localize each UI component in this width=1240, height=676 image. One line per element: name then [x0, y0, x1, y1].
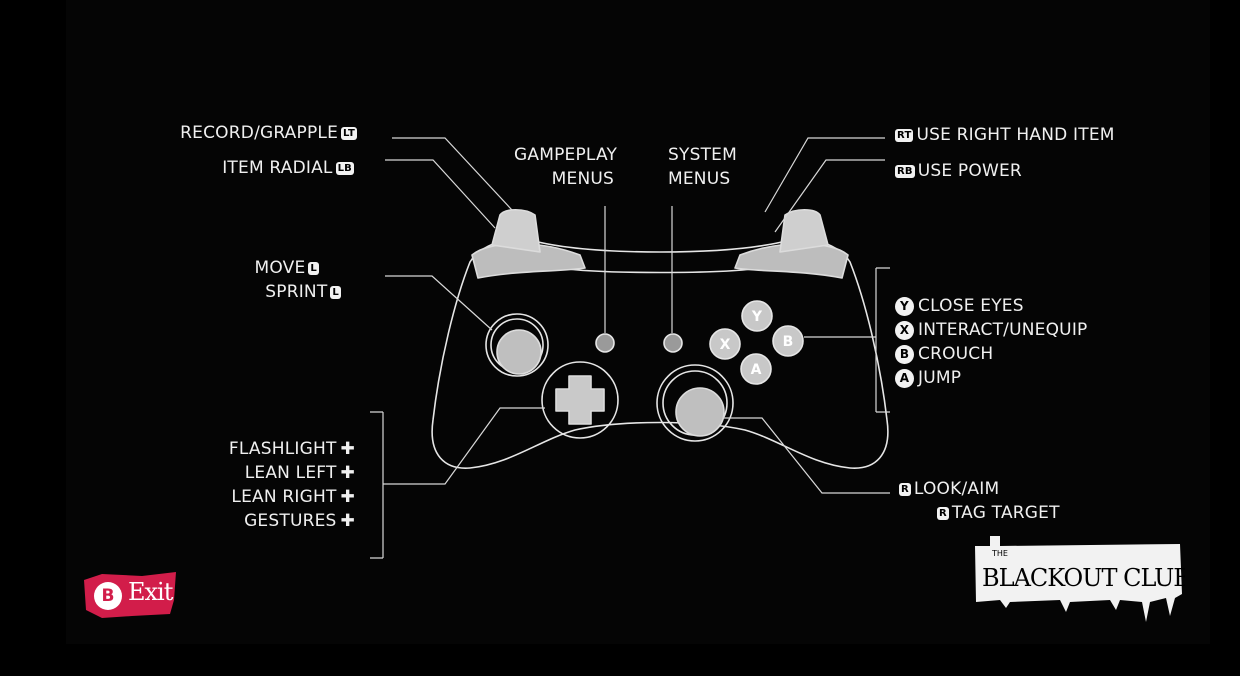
gameplay-menus-line1: GAMPEPLAY	[514, 145, 614, 165]
b-button-icon: B	[895, 345, 914, 364]
right-trigger	[780, 210, 828, 252]
right-stick-icon: R	[899, 483, 911, 496]
lean-right-text: LEAN RIGHT	[231, 487, 336, 507]
left-trigger	[492, 210, 540, 252]
use-right-hand-item-text: USE RIGHT HAND ITEM	[916, 125, 1114, 145]
face-a-label: A	[751, 362, 762, 378]
leader-record	[392, 138, 512, 210]
leader-move	[385, 276, 492, 330]
dpad-down-icon: ✚	[341, 511, 355, 531]
system-menus-label: SYSTEM MENUS	[668, 145, 737, 189]
flashlight-text: FLASHLIGHT	[229, 439, 337, 459]
view-button	[596, 334, 614, 352]
lean-left-label: LEAN LEFT✚	[245, 463, 355, 483]
gameplay-menus-line2: MENUS	[514, 169, 614, 189]
use-power-text: USE POWER	[918, 161, 1022, 181]
y-button-icon: Y	[895, 297, 914, 316]
left-stick-click-icon: L	[330, 286, 341, 299]
tag-target-text: TAG TARGET	[952, 503, 1060, 523]
item-radial-text: ITEM RADIAL	[222, 158, 332, 178]
rb-icon: RB	[895, 165, 915, 178]
right-stick-click-icon: R	[937, 507, 949, 520]
logo-line1: THE	[991, 549, 1008, 558]
lt-icon: LT	[341, 127, 357, 140]
menu-button	[664, 334, 682, 352]
leader-item-radial	[385, 160, 495, 228]
leader-rt	[765, 138, 885, 212]
leader-dpad-bracket	[370, 408, 545, 558]
rt-icon: RT	[895, 129, 913, 142]
item-radial-label: ITEM RADIAL LB	[222, 158, 357, 178]
face-y-label: Y	[751, 309, 763, 325]
right-stick	[676, 388, 724, 436]
x-button-icon: X	[895, 321, 914, 340]
lean-right-label: LEAN RIGHT✚	[231, 487, 355, 507]
lb-icon: LB	[336, 162, 354, 175]
gestures-text: GESTURES	[244, 511, 336, 531]
record-grapple-text: RECORD/GRAPPLE	[180, 123, 338, 143]
exit-b-icon[interactable]: B	[94, 582, 122, 610]
sprint-text: SPRINT	[265, 282, 327, 302]
system-menus-line1: SYSTEM	[668, 145, 737, 165]
face-b-label: B	[783, 334, 794, 350]
flashlight-label: FLASHLIGHT✚	[229, 439, 355, 459]
blackout-club-logo: THE BLACKOUT CLUB	[970, 528, 1185, 626]
crouch-text: CROUCH	[918, 344, 993, 364]
dpad-right-icon: ✚	[341, 487, 355, 507]
a-button-icon: A	[895, 369, 914, 388]
gestures-label: GESTURES✚	[244, 511, 355, 531]
dpad-left-icon: ✚	[341, 463, 355, 483]
look-aim-text: LOOK/AIM	[914, 479, 999, 499]
interact-unequip-text: INTERACT/UNEQUIP	[918, 320, 1087, 340]
left-stick-icon: L	[308, 262, 319, 275]
left-stick	[497, 330, 541, 374]
system-menus-line2: MENUS	[668, 169, 737, 189]
jump-text: JUMP	[918, 368, 961, 388]
dpad	[556, 376, 604, 424]
close-eyes-text: CLOSE EYES	[918, 296, 1024, 316]
face-x-label: X	[720, 337, 731, 353]
exit-label[interactable]: Exit	[128, 578, 172, 606]
logo-line2: BLACKOUT CLUB	[982, 564, 1185, 592]
lean-left-text: LEAN LEFT	[245, 463, 337, 483]
move-text: MOVE	[255, 258, 306, 278]
gameplay-menus-label: GAMPEPLAY MENUS	[514, 145, 614, 189]
leader-face-bracket	[804, 268, 890, 412]
dpad-up-icon: ✚	[341, 439, 355, 459]
